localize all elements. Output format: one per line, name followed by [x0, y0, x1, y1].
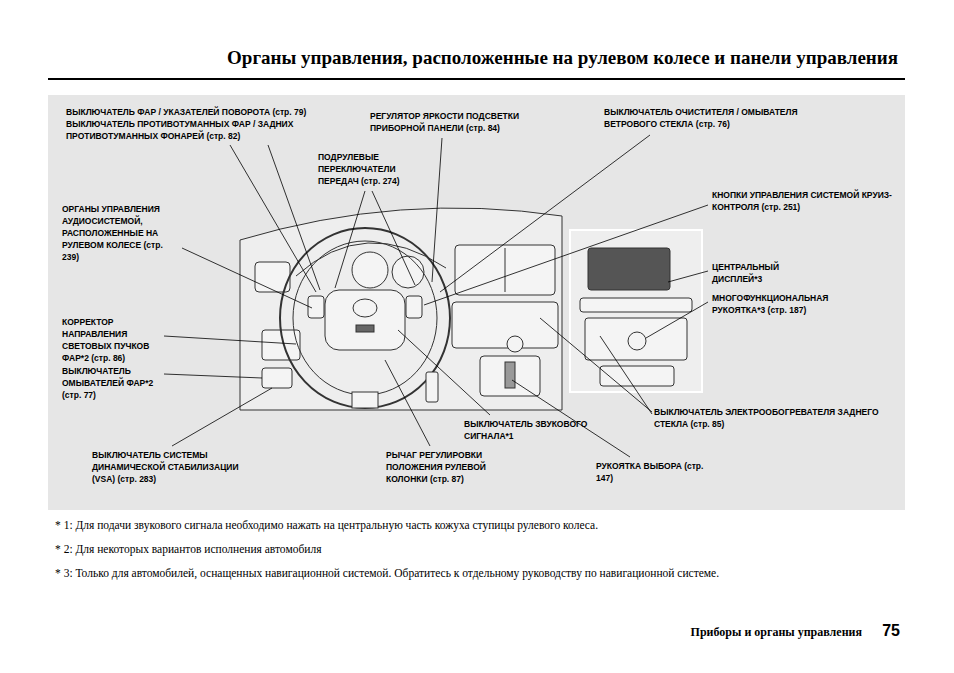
page-title: Органы управления, расположенные на руле…	[227, 47, 898, 69]
audio-panel	[452, 302, 558, 348]
callout-label: РУКОЯТКА ВЫБОРА (стр. 147)	[596, 460, 706, 484]
leader-lines	[164, 135, 708, 457]
section-footer: Приборы и органы управления	[691, 625, 862, 639]
steering-wheel	[280, 228, 450, 408]
callout-label: ЦЕНТРАЛЬНЫЙ ДИСПЛЕЙ*3	[712, 261, 822, 285]
pedal	[426, 372, 438, 402]
leader-line	[646, 302, 708, 338]
inset-controls	[585, 318, 687, 360]
leader-line	[440, 135, 650, 292]
knob	[507, 336, 523, 352]
footnote: * 3: Только для автомобилей, оснащенных …	[55, 566, 719, 580]
leader-line	[668, 271, 708, 282]
callout-label: КНОПКИ УПРАВЛЕНИЯ СИСТЕМОЙ КРУИЗ-КОНТРОЛ…	[712, 189, 892, 213]
leader-line	[540, 318, 652, 412]
interface-dial	[628, 332, 646, 350]
callout-label: ВЫКЛЮЧАТЕЛЬ ОЧИСТИТЕЛЯ / ОМЫВАТЕЛЯ ВЕТРО…	[604, 106, 839, 130]
logo	[353, 299, 377, 317]
leader-line	[164, 336, 296, 344]
logo-plate	[356, 325, 374, 332]
gauge	[392, 256, 424, 288]
vsa-switch	[262, 368, 292, 388]
footnote: * 1: Для подачи звукового сигнала необхо…	[55, 518, 598, 532]
callout-label: КОРРЕКТОР НАПРАВЛЕНИЯ СВЕТОВЫХ ПУЧКОВ ФА…	[62, 316, 162, 364]
callout-label: ВЫКЛЮЧАТЕЛЬ ФАР / УКАЗАТЕЛЕЙ ПОВОРОТА (с…	[66, 106, 356, 142]
inset-console	[600, 366, 674, 386]
inset-frame	[570, 230, 702, 392]
callout-label: РЫЧАГ РЕГУЛИРОВКИ ПОЛОЖЕНИЯ РУЛЕВОЙ КОЛО…	[386, 449, 511, 485]
figure-panel	[48, 95, 905, 510]
leader-line	[268, 145, 320, 290]
leader-line	[600, 336, 652, 414]
leader-line	[230, 145, 316, 292]
console	[480, 356, 540, 396]
page-number: 75	[882, 622, 900, 640]
wheel-hub	[325, 290, 405, 350]
callout-label: МНОГОФУНКЦИОНАЛЬНАЯ РУКОЯТКА*3 (стр. 187…	[712, 292, 862, 316]
leader-line	[398, 330, 490, 415]
gauge	[352, 252, 388, 288]
callout-label: ОРГАНЫ УПРАВЛЕНИЯ АУДИОСИСТЕМОЙ, РАСПОЛО…	[62, 203, 180, 263]
inset-vents	[580, 298, 692, 312]
title-rule	[48, 78, 905, 80]
callout-label: ВЫКЛЮЧАТЕЛЬ ЭЛЕКТРООБОГРЕВАТЕЛЯ ЗАДНЕГО …	[654, 406, 884, 430]
center-display	[588, 248, 670, 290]
leader-line	[424, 205, 708, 305]
callout-label: ПОДРУЛЕВЫЕ ПЕРЕКЛЮЧАТЕЛИ ПЕРЕДАЧ (стр. 2…	[318, 151, 428, 187]
leader-line	[432, 138, 442, 282]
callout-label: РЕГУЛЯТОР ЯРКОСТИ ПОДСВЕТКИ ПРИБОРНОЙ ПА…	[370, 110, 555, 134]
leader-line	[172, 388, 272, 446]
steering-wheel-inner	[293, 241, 437, 395]
leader-line	[182, 248, 312, 308]
selector-lever	[505, 362, 515, 388]
leader-line	[512, 380, 630, 457]
steering-column	[352, 392, 378, 408]
dashboard-illustration	[240, 208, 562, 410]
leader-line	[385, 360, 430, 446]
callout-label: ВЫКЛЮЧАТЕЛЬ СИСТЕМЫ ДИНАМИЧЕСКОЙ СТАБИЛИ…	[92, 449, 242, 485]
cruise-buttons	[406, 296, 422, 318]
footnote: * 2: Для некоторых вариантов исполнения …	[55, 542, 321, 556]
callout-label: ВЫКЛЮЧАТЕЛЬ ОМЫВАТЕЛЕЙ ФАР*2 (стр. 77)	[62, 365, 162, 401]
leader-line	[372, 191, 415, 285]
navigation-inset	[570, 230, 702, 392]
leader-line	[335, 191, 365, 288]
callout-label: ВЫКЛЮЧАТЕЛЬ ЗВУКОВОГО СИГНАЛА*1	[464, 418, 604, 442]
leader-line	[164, 374, 262, 378]
vent-divider	[505, 248, 506, 292]
dashboard-body	[240, 208, 562, 410]
